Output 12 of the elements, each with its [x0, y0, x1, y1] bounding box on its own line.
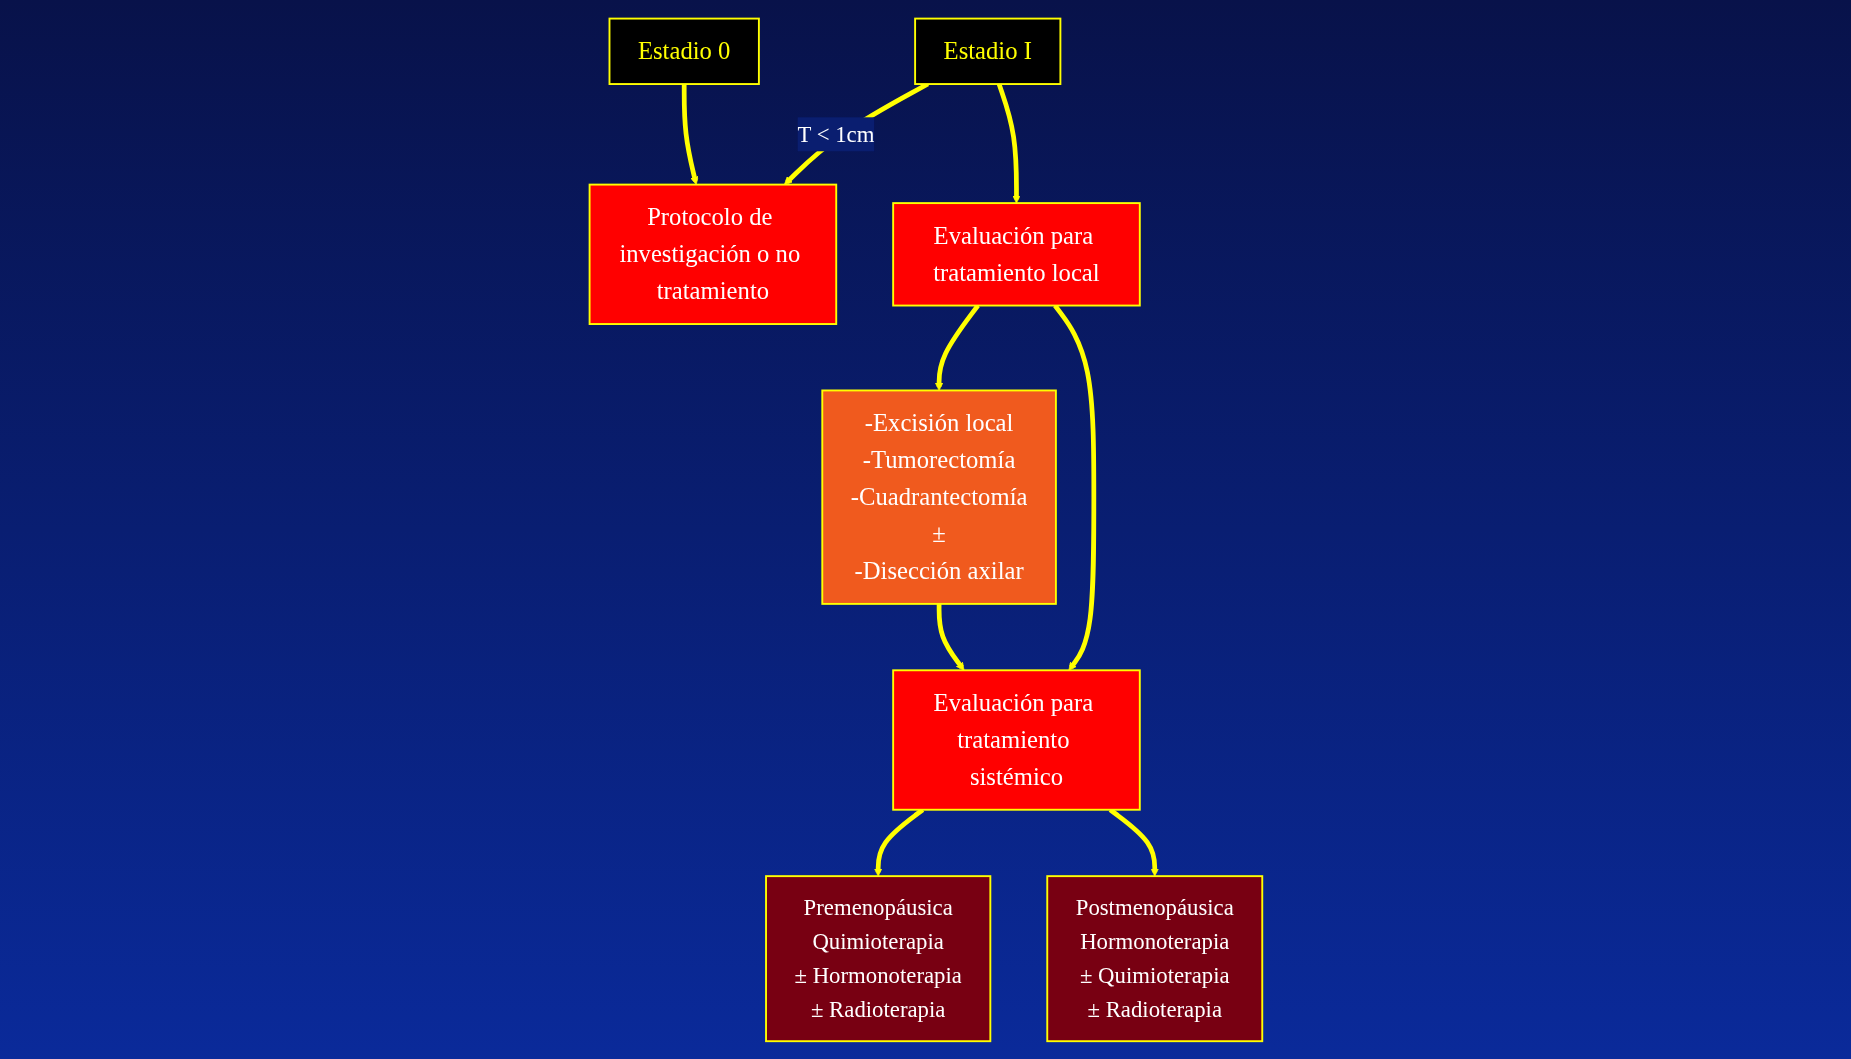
arrow — [996, 82, 1021, 204]
arrow — [936, 603, 964, 671]
node-box: Postmenopáusica Hormonoterapia ± Quimioterapia ± Radioterapia — [1045, 874, 1263, 1042]
node-box: Evaluación para tratamiento local — [891, 201, 1141, 307]
node-box: -Excisión local -Tumorectomía -Cuadrantectomía ± -Disección axilar — [820, 389, 1057, 605]
node-box: Estadio 0 — [608, 17, 760, 85]
arrow — [681, 83, 699, 185]
node-box: Protocolo de investigación o no tratamiento — [588, 183, 837, 325]
node-box: Estadio I — [913, 17, 1061, 85]
node-box: Premenopáusica Quimioterapia ± Hormonoterapia ± Radioterapia — [764, 874, 991, 1042]
edge-label: T < 1cm — [797, 121, 875, 147]
node-box: Evaluación para tratamiento sistémico — [891, 668, 1141, 811]
